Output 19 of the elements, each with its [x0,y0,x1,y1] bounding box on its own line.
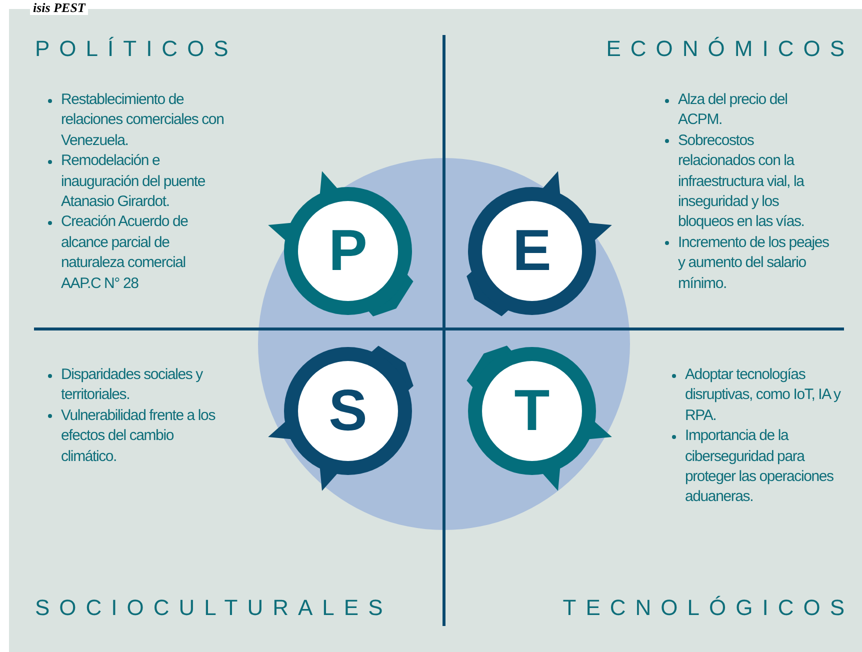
bullet-item: Adoptar tecnologías disruptivas, como IoT, IA y RPA. [668,365,843,426]
bullet-item: Vulnerabilidad frente a los efectos del cambio climático. [44,406,226,468]
badge-letter: E [512,222,552,280]
bullet-item: Alza del precio del ACPM. [661,90,831,131]
bullet-item: Creación Acuerdo de alcance parcial de naturaleza comercial AAP.C N° 28 [44,212,226,294]
bullet-item: Importancia de la ciberseguridad para proteger las operaciones aduaneras. [668,426,843,508]
badge-letter: S [328,382,368,440]
section-heading: ECONÓMICOS [606,36,854,62]
title: isis PEST [30,0,88,15]
bullet-item: Restablecimiento de relaciones comerciales con Venezuela. [44,90,226,152]
bullet-item: Sobrecostos relacionados con la infraestructura vial, la inseguridad y los bloqueos en las vías. [661,130,831,233]
section-heading: SOCIOCULTURALES [35,595,392,621]
badge-letter: T [514,382,550,440]
section-heading: POLÍTICOS [35,36,238,62]
section-heading: TECNOLÓGICOS [562,595,854,621]
bullet-item: Incremento de los peajes y aumento del salario mínimo. [661,232,831,294]
bullet-item: Disparidades sociales y territoriales. [44,365,226,406]
bullet-item: Remodelación e inauguración del puente Atanasio Girardot. [44,151,226,212]
badge-letter: P [328,222,368,280]
